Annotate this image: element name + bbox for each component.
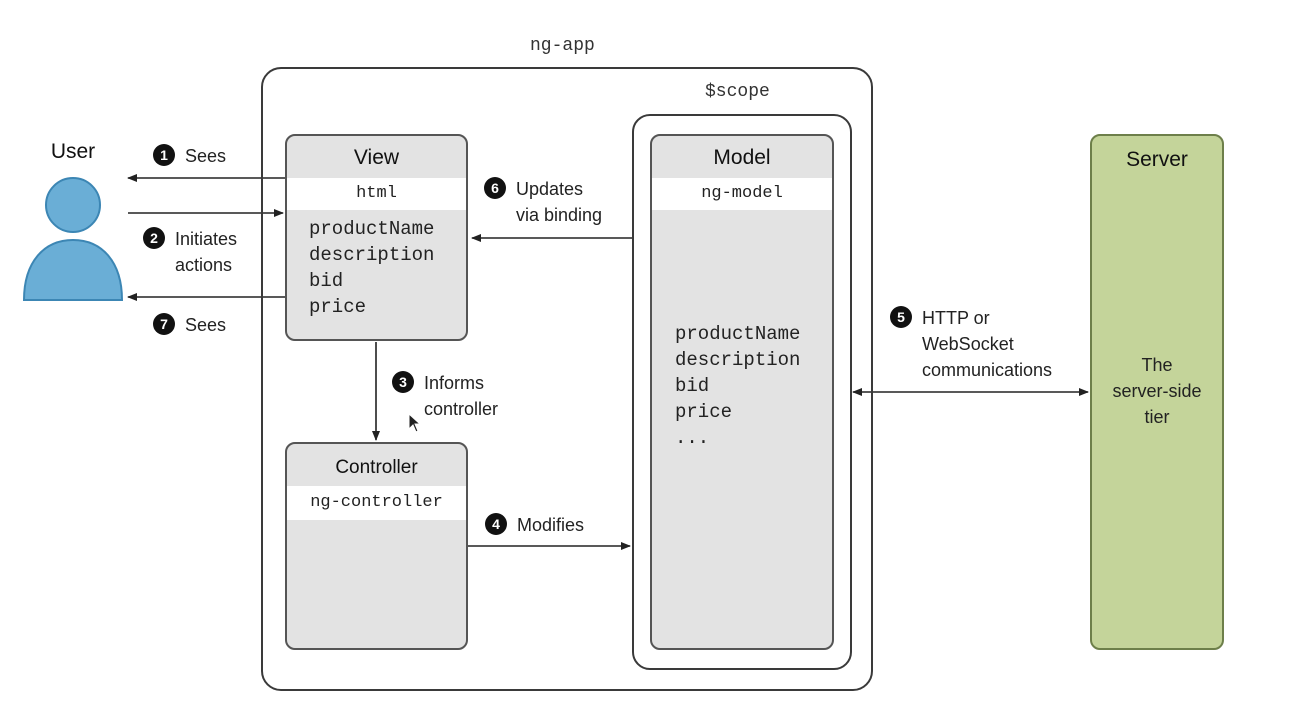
mouse-cursor-icon [408, 413, 422, 433]
view-tag: html [287, 178, 466, 210]
step-2-text-line1: Initiates [175, 229, 238, 249]
view-title: View [353, 146, 400, 169]
model-field-list: productName description bid price ... [675, 321, 800, 451]
controller-box: Controller ng-controller [285, 442, 468, 650]
model-title: Model [713, 146, 771, 169]
step-5-text-line1: HTTP or [922, 308, 990, 328]
step-1-label: 1 Sees [153, 143, 226, 169]
view-field: price [309, 296, 367, 318]
model-box: Model ng-model productName description b… [650, 134, 834, 650]
step-3-label: 3 Informs controller [392, 370, 498, 422]
view-field: description [309, 244, 435, 266]
scope-label: $scope [705, 82, 770, 102]
model-field: ... [675, 427, 710, 449]
step-3-text-line1: Informs [424, 373, 485, 393]
model-field: description [675, 349, 801, 371]
step-3-text-line2: controller [424, 399, 499, 419]
step-6-badge: 6 [484, 177, 506, 199]
server-box: Server The server-side tier [1090, 134, 1224, 650]
view-field: bid [309, 270, 344, 292]
step-4-text: Modifies [517, 515, 585, 535]
ng-app-container [261, 67, 873, 691]
view-field: productName [309, 218, 435, 240]
step-7-label: 7 Sees [153, 312, 226, 338]
scope-container [632, 114, 852, 670]
server-description: The server-side tier [1092, 352, 1222, 430]
controller-title: Controller [335, 457, 418, 478]
server-title: Server [1126, 148, 1188, 171]
step-6-label: 6 Updates via binding [484, 176, 602, 228]
step-5-text-line2: WebSocket [922, 334, 1014, 354]
model-field: price [675, 401, 733, 423]
step-2-label: 2 Initiates actions [143, 226, 237, 278]
step-5-badge: 5 [890, 306, 912, 328]
server-description-line: server-side [1112, 381, 1202, 401]
step-5-text-line3: communications [922, 360, 1053, 380]
view-field-list: productName description bid price [309, 216, 434, 320]
user-label: User [50, 140, 96, 163]
controller-tag: ng-controller [287, 486, 466, 520]
server-description-line: tier [1144, 407, 1170, 427]
model-tag: ng-model [652, 178, 832, 210]
step-6-text-line2: via binding [516, 205, 603, 225]
step-1-text: Sees [185, 146, 227, 166]
step-6-text-line1: Updates [516, 179, 584, 199]
model-field: productName [675, 323, 801, 345]
person-icon [22, 177, 124, 301]
view-box: View html productName description bid pr… [285, 134, 468, 341]
ng-app-label: ng-app [530, 36, 595, 56]
step-7-text: Sees [185, 315, 227, 335]
model-field: bid [675, 375, 710, 397]
server-description-line: The [1141, 355, 1173, 375]
step-2-text-line2: actions [175, 255, 233, 275]
step-3-badge: 3 [392, 371, 414, 393]
step-7-badge: 7 [153, 313, 175, 335]
step-4-badge: 4 [485, 513, 507, 535]
step-2-badge: 2 [143, 227, 165, 249]
step-5-label: 5 HTTP or WebSocket communications [890, 305, 1052, 383]
user-actor: User [22, 140, 124, 302]
step-4-label: 4 Modifies [485, 512, 584, 538]
step-1-badge: 1 [153, 144, 175, 166]
